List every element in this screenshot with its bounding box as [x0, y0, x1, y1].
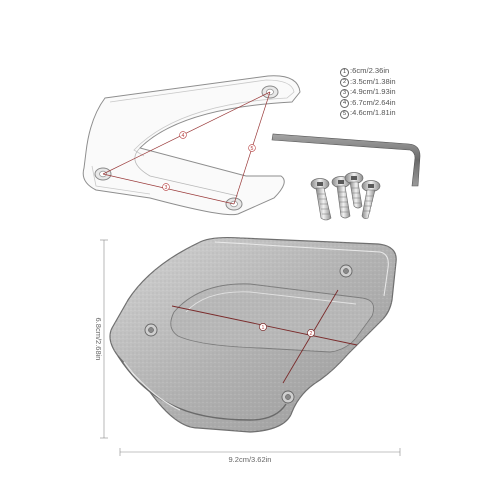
- legend-number: 3: [340, 88, 349, 98]
- hex-key: [271, 133, 421, 187]
- width-label: 9.2cm/3.62in: [229, 455, 272, 464]
- measure-line-4: [102, 91, 271, 175]
- bolt-boss: [339, 264, 353, 278]
- legend-number: 5: [340, 109, 349, 119]
- callout-4: 4: [182, 133, 185, 139]
- bracket-plate: 4 5 3: [82, 75, 301, 216]
- legend-number: 2: [340, 78, 349, 87]
- screw: [344, 172, 364, 209]
- screw-set: [310, 172, 381, 221]
- bolt-boss: [281, 390, 295, 404]
- callout-2: 2: [310, 331, 313, 337]
- measurement-legend: 1:6cm/2.36in 2:3.5cm/1.38in 3:4.9cm/1.93…: [340, 66, 396, 119]
- legend-item: 3:4.9cm/1.93in: [340, 87, 396, 98]
- legend-text: 4.9cm/1.93in: [352, 87, 396, 96]
- callout-5: 5: [251, 146, 254, 152]
- legend-text: 6cm/2.36in: [352, 66, 390, 75]
- legend-text: 3.5cm/1.38in: [352, 76, 396, 86]
- base-plate: 1 2: [109, 236, 397, 433]
- legend-text: 6.7cm/2.64in: [352, 97, 396, 107]
- legend-text: 4.6cm/1.81in: [352, 108, 396, 117]
- width-dimension: 9.2cm/3.62in: [119, 448, 401, 464]
- legend-item: 1:6cm/2.36in: [340, 66, 396, 77]
- callout-3: 3: [165, 185, 168, 191]
- legend-number: 4: [340, 99, 349, 108]
- bolt-boss: [144, 323, 158, 337]
- screw: [310, 178, 332, 221]
- legend-item: 5:4.6cm/1.81in: [340, 108, 396, 119]
- legend-item: 4:6.7cm/2.64in: [340, 97, 396, 108]
- height-dimension: 6.8cm/2.68in: [94, 239, 108, 439]
- legend-item: 2:3.5cm/1.38in: [340, 76, 396, 87]
- legend-number: 1: [340, 67, 349, 77]
- callout-1: 1: [262, 325, 265, 331]
- screw: [331, 176, 351, 219]
- height-label: 6.8cm/2.68in: [94, 318, 103, 361]
- screw: [361, 180, 381, 219]
